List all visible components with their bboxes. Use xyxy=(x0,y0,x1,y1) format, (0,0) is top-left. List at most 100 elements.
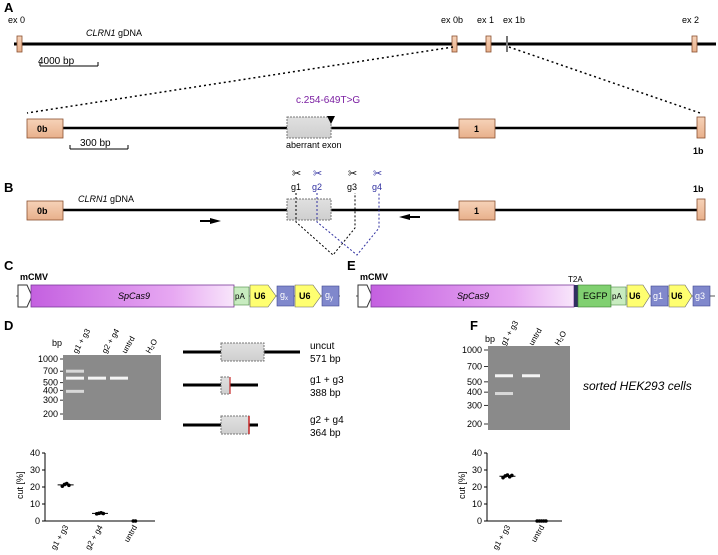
f-lane-label-2: untrd xyxy=(527,327,544,347)
exon-label-ex2: ex 2 xyxy=(682,15,699,25)
exon-label-ex0b: ex 0b xyxy=(441,15,463,25)
b-exon-1-label: 1 xyxy=(474,206,479,216)
zoom-exon-1b xyxy=(696,116,706,139)
b-exon-1b-label: 1b xyxy=(693,184,704,194)
d-xtick-label-0: g1 + g3 xyxy=(49,523,71,551)
d-gel-band-0 xyxy=(66,376,84,380)
f-ladder-label-1000: 1000 xyxy=(462,345,482,355)
f-gel-band-0 xyxy=(495,374,513,378)
c-pa-label: pA xyxy=(235,292,245,301)
f-ladder-label-400: 400 xyxy=(467,387,482,397)
d-ladder-label-400: 400 xyxy=(43,385,58,395)
f-point-1-4 xyxy=(544,519,548,523)
d-lane-label-1: g1 + g3 xyxy=(71,327,93,355)
d-gel-image xyxy=(63,355,161,420)
panel-label-b: B xyxy=(4,180,13,195)
d-ladder-label-1000: 1000 xyxy=(38,354,58,364)
panel-label-d: D xyxy=(4,318,13,333)
d-lane-label-3: untrd xyxy=(120,335,137,355)
c-gy-box xyxy=(321,285,340,307)
c-u6-b-label: U6 xyxy=(299,291,311,301)
e-g1-label: g1 xyxy=(653,291,663,301)
f-bp-label: bp xyxy=(485,334,495,344)
e-pa-label: pA xyxy=(612,292,622,301)
zoom-exon-0b xyxy=(26,118,64,139)
e-u6-a-label: U6 xyxy=(629,291,641,301)
c-u6-a-label: U6 xyxy=(254,291,266,301)
exon-label-ex1: ex 1 xyxy=(477,15,494,25)
scale-label-top: 4000 bp xyxy=(38,56,75,67)
panel-label-e: E xyxy=(347,258,356,273)
f-lane-label-3: H₂O xyxy=(553,329,568,347)
f-ytick-label-30: 30 xyxy=(472,465,482,475)
d-ladder-label-700: 700 xyxy=(43,366,58,376)
f-ladder-label-300: 300 xyxy=(467,400,482,410)
panel-label-c: C xyxy=(4,258,14,273)
f-xtick-label-1: untrd xyxy=(529,524,546,544)
c-u6-b-arrow xyxy=(294,284,322,308)
e-u6-b-label: U6 xyxy=(671,291,683,301)
c-promoter-label: mCMV xyxy=(20,272,48,282)
scissors-icon-g4: ✂ xyxy=(373,168,382,180)
b-exon-0b-label: 0b xyxy=(37,206,48,216)
f-xtick-label-0: g1 + g3 xyxy=(491,523,513,551)
zoom-line-right xyxy=(508,46,701,114)
f-point-0-4 xyxy=(510,473,514,478)
d-point-1-3 xyxy=(101,511,106,516)
zoom-exon-1-label: 1 xyxy=(474,124,479,134)
panel-label-a: A xyxy=(4,0,14,15)
zoom-exon-1 xyxy=(458,118,496,139)
d-gel-band-2 xyxy=(88,376,106,380)
d-product-g1g3-name: g1 + g3 xyxy=(310,375,344,386)
f-ladder-label-700: 700 xyxy=(467,361,482,371)
exon-ex1 xyxy=(485,35,492,53)
f-ladder-label-500: 500 xyxy=(467,377,482,387)
f-ylabel: cut [%] xyxy=(457,471,467,499)
exon-label-ex1b: ex 1b xyxy=(503,15,525,25)
d-product-g1g3-size: 388 bp xyxy=(310,388,341,399)
e-u6-b-arrow xyxy=(668,284,693,308)
d-ytick-label-30: 30 xyxy=(30,465,40,475)
f-lane-label-1: g1 + g3 xyxy=(499,319,521,347)
d-ladder-label-200: 200 xyxy=(43,409,58,419)
f-ladder-label-200: 200 xyxy=(467,419,482,429)
aberrant-exon-label: aberrant exon xyxy=(286,140,342,150)
scissors-icon-g1: ✂ xyxy=(292,168,301,180)
guide-label-g2: g2 xyxy=(312,182,322,192)
f-gel-band-2 xyxy=(522,374,540,378)
c-pa-box xyxy=(233,286,250,306)
d-point-0-3 xyxy=(67,483,71,488)
junction-g1-g3 xyxy=(295,193,356,256)
d-xtick-label-2: untrd xyxy=(122,524,139,544)
d-gel-band-1 xyxy=(66,389,84,393)
f-ytick-label-40: 40 xyxy=(472,448,482,458)
c-gx-label: gx xyxy=(280,290,288,302)
gene-label-a: CLRN1 gDNA xyxy=(86,28,142,38)
c-gx-box xyxy=(276,285,295,307)
exon-ex2 xyxy=(691,35,698,53)
d-product-g2g4-exon xyxy=(220,415,250,435)
c-cas9-label: SpCas9 xyxy=(118,291,150,301)
zoom-exon-0b-label: 0b xyxy=(37,124,48,134)
e-t2a-label: T2A xyxy=(568,275,583,284)
f-gel-band-1 xyxy=(495,392,513,396)
exon-ex0 xyxy=(16,35,23,53)
d-product-g2g4-name: g2 + g4 xyxy=(310,415,344,426)
e-t2a-box xyxy=(574,285,578,307)
c-u6-a-arrow xyxy=(249,284,277,308)
e-promoter-arrow xyxy=(357,284,373,308)
zoom-line-left xyxy=(26,46,454,114)
panel-label-f: F xyxy=(470,318,478,333)
aberrant-exon-box xyxy=(286,116,332,139)
e-g3-label: g3 xyxy=(695,291,705,301)
d-product-g1g3-exon xyxy=(220,376,231,395)
junction-g2-g4 xyxy=(316,193,380,256)
d-gel-band-3 xyxy=(110,376,128,380)
d-product-g2g4-size: 364 bp xyxy=(310,428,341,439)
f-ytick-label-0: 0 xyxy=(477,516,482,526)
e-u6-a-arrow xyxy=(626,284,651,308)
guide-label-g4: g4 xyxy=(372,182,382,192)
d-product-uncut-exon xyxy=(220,342,265,362)
